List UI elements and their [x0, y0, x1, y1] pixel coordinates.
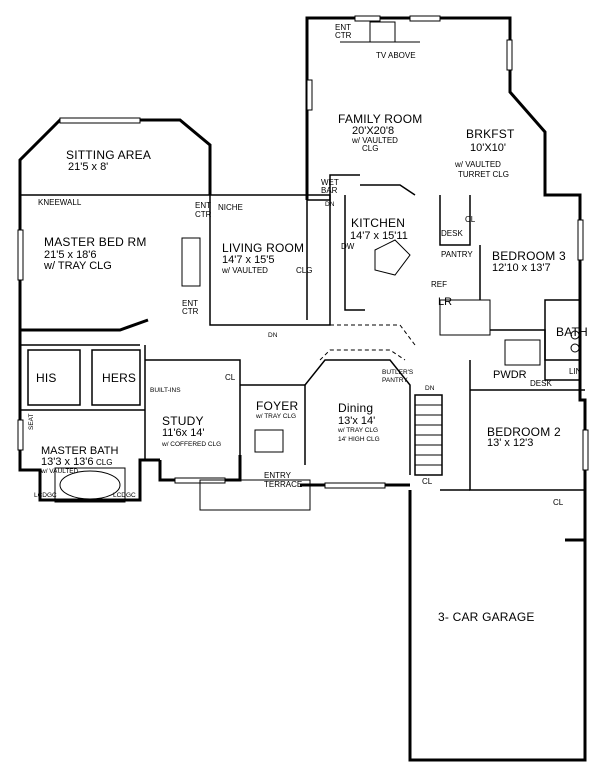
- hers-closet-name: HERS: [102, 371, 136, 385]
- ent-ctr-low-1: ENT: [182, 299, 198, 308]
- bedroom2-dims: 13' x 12'3: [487, 437, 533, 449]
- cl-bed2-label: CL: [553, 498, 564, 507]
- dining-note1: w/ TRAY CLG: [337, 427, 378, 434]
- dw-label: DW: [341, 242, 355, 251]
- lin-label: LIN: [569, 367, 582, 376]
- ent-ctr-low-2: CTR: [182, 307, 199, 316]
- master-bath-dims: 13'3 x 13'6: [41, 456, 94, 468]
- cl-stair-label: CL: [422, 477, 433, 486]
- niche-label: NICHE: [218, 203, 243, 212]
- family-room-note1: w/ VAULTED: [351, 136, 398, 145]
- butlers-pantry-2: PANTRY: [382, 377, 408, 384]
- kitchen-dims: 14'7 x 15'11: [350, 230, 408, 242]
- living-room-note2: CLG: [296, 266, 312, 275]
- brkfst-dims: 10'X10': [470, 142, 506, 154]
- master-bed-note: w/ TRAY CLG: [43, 260, 112, 272]
- brkfst-note1: w/ VAULTED: [454, 160, 501, 169]
- sitting-area-name: SITTING AREA: [66, 148, 151, 162]
- brkfst-note2: TURRET CLG: [458, 170, 509, 179]
- family-room-note2: CLG: [362, 144, 378, 153]
- living-room-name: LIVING ROOM: [222, 241, 304, 255]
- master-bath-note2: w/ VAULTED: [40, 468, 79, 475]
- family-room-dims: 20'X20'8: [352, 125, 394, 137]
- pantry-label: PANTRY: [441, 250, 473, 259]
- dn-wetbar: DN: [325, 201, 335, 208]
- bedroom3-dims: 12'10 x 13'7: [492, 262, 551, 274]
- lcdgc-left: LCDGC: [34, 492, 57, 499]
- dining-note2: 14' HIGH CLG: [338, 436, 380, 443]
- living-room-note1: w/ VAULTED: [221, 266, 268, 275]
- seat-label: SEAT: [28, 413, 35, 430]
- bath-name: BATH: [556, 325, 588, 339]
- built-ins-label: BUILT-INS: [150, 387, 181, 394]
- living-room-dims: 14'7 x 15'5: [222, 254, 275, 266]
- dn-stair-label: DN: [425, 385, 435, 392]
- ent-ctr-top-1: ENT: [335, 23, 351, 32]
- master-bath-note1: CLG: [96, 458, 112, 467]
- entry-terrace-2: TERRACE: [264, 480, 302, 489]
- lcdgc-right: LCDGC: [113, 492, 136, 499]
- tv-above-label: TV ABOVE: [376, 51, 416, 60]
- ref-label: REF: [431, 280, 447, 289]
- foyer-name: FOYER: [256, 399, 298, 413]
- sitting-area-dims: 21'5 x 8': [68, 161, 108, 173]
- master-bath-name: MASTER BATH: [41, 445, 118, 457]
- brkfst-name: BRKFST: [466, 127, 515, 141]
- bedroom2-name: BEDROOM 2: [487, 425, 561, 439]
- butlers-pantry-1: BUTLER'S: [382, 369, 414, 376]
- study-dims: 11'6x 14': [162, 427, 205, 439]
- wet-bar-2: BAR: [321, 186, 338, 195]
- fixtures: [54, 21, 580, 511]
- room-labels: FAMILY ROOM 20'X20'8 w/ VAULTED CLG BRKF…: [36, 112, 588, 624]
- garage-name: 3- CAR GARAGE: [438, 610, 535, 624]
- cl-bed3-label: CL: [465, 215, 476, 224]
- annotations: ENT CTR TV ABOVE KNEEWALL NICHE ENT CTR …: [28, 23, 582, 507]
- pwdr-name: PWDR: [493, 369, 527, 381]
- dining-dims: 13'x 14': [338, 415, 375, 427]
- bedroom3-name: BEDROOM 3: [492, 249, 566, 263]
- master-bed-dims: 21'5 x 18'6: [44, 249, 97, 261]
- lr-name: LR: [438, 296, 452, 308]
- his-closet-name: HIS: [36, 371, 57, 385]
- ceiling-lines: [210, 324, 416, 361]
- entry-terrace-1: ENTRY: [264, 471, 292, 480]
- master-bed-name: MASTER BED RM: [44, 235, 147, 249]
- wet-bar-1: WET: [321, 178, 339, 187]
- kneewall-label: KNEEWALL: [38, 198, 82, 207]
- ent-ctr-left-1: ENT: [195, 201, 211, 210]
- foyer-note: w/ TRAY CLG: [255, 413, 296, 420]
- dining-name: Dining: [338, 401, 373, 415]
- ent-ctr-left-2: CTR: [195, 210, 212, 219]
- desk-hall-label: DESK: [530, 379, 552, 388]
- kitchen-name: KITCHEN: [351, 216, 405, 230]
- ent-ctr-top-2: CTR: [335, 31, 352, 40]
- dn-hall-label: DN: [268, 332, 278, 339]
- desk-kitchen-label: DESK: [441, 229, 463, 238]
- study-name: STUDY: [162, 414, 204, 428]
- family-room-name: FAMILY ROOM: [338, 112, 422, 126]
- cl-study-label: CL: [225, 373, 236, 382]
- study-note: w/ COFFERED CLG: [161, 441, 221, 448]
